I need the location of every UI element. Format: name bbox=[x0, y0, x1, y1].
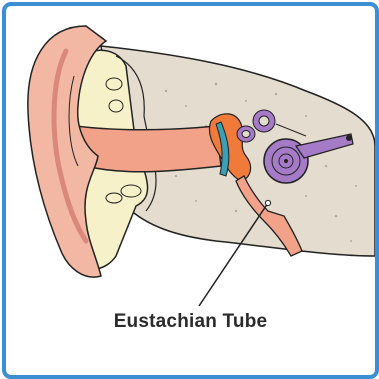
eustachian-tube-label: Eustachian Tube bbox=[6, 311, 375, 333]
ear-canal bbox=[76, 126, 221, 172]
